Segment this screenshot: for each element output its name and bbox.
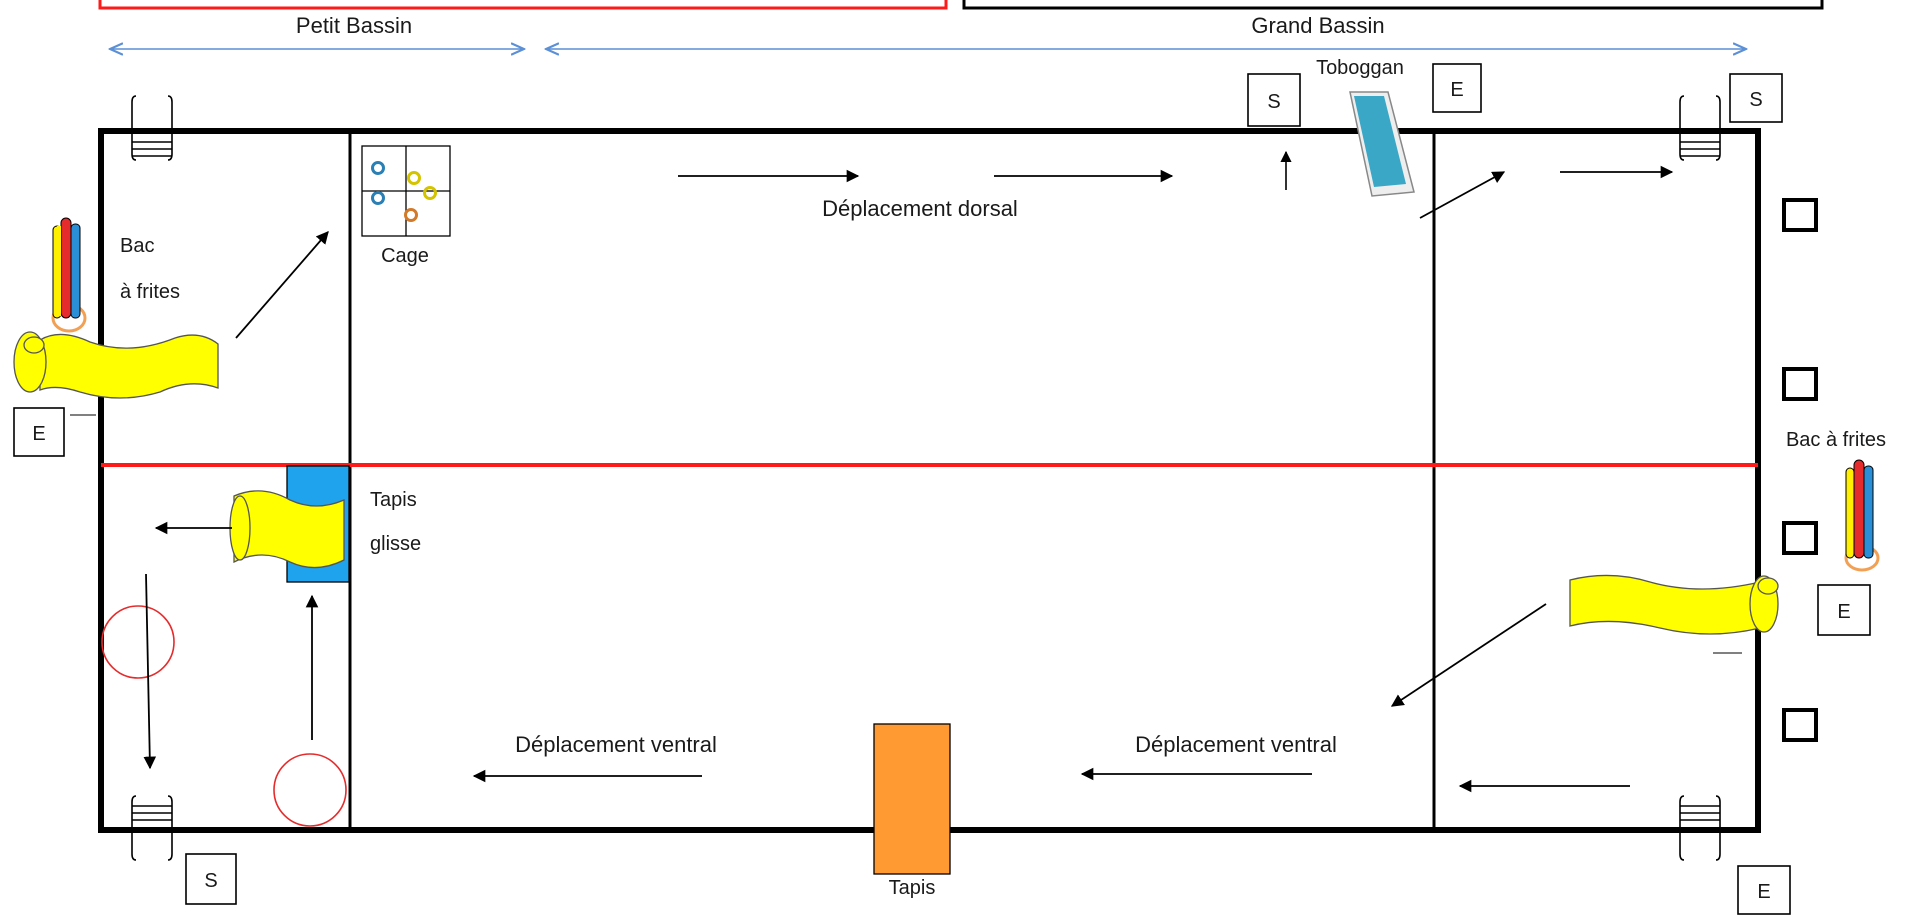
- tapis-glisse-label-1: Tapis: [370, 489, 417, 511]
- exit-marker-top-right: S: [1729, 73, 1783, 123]
- tapis-icon: [873, 723, 951, 875]
- toboggan-label: Toboggan: [1316, 57, 1404, 79]
- frite-mat-icon-right: [1569, 574, 1779, 635]
- side-square-1: [1782, 198, 1818, 232]
- entry-marker-toboggan: E: [1432, 63, 1482, 113]
- exit-marker-top-left-grand: S: [1247, 73, 1301, 127]
- frite-mat-icon-left: [13, 331, 219, 399]
- petit-bassin-down-arrow: [143, 573, 157, 770]
- hoop-circle-bottom: [273, 753, 347, 827]
- svg-text:E: E: [32, 423, 45, 445]
- svg-text:E: E: [1757, 881, 1770, 903]
- grand-bassin-diagonal-arrow: [1419, 171, 1506, 219]
- svg-text:E: E: [1450, 79, 1463, 101]
- ring-icon: [423, 186, 437, 200]
- ring-icon: [407, 171, 421, 185]
- ladder-top-left: [131, 95, 173, 161]
- ventral-label-right: Déplacement ventral: [1135, 732, 1337, 757]
- hoop-circle-left: [101, 605, 175, 679]
- ring-icon: [404, 208, 418, 222]
- svg-text:S: S: [1267, 91, 1280, 113]
- svg-text:E: E: [1837, 601, 1850, 623]
- svg-text:S: S: [1749, 89, 1762, 111]
- bac-frites-right-label: Bac à frites: [1786, 429, 1886, 451]
- dorsal-label: Déplacement dorsal: [822, 196, 1018, 221]
- toboggan-icon: [1349, 91, 1415, 197]
- bac-frites-left-label-1: Bac: [120, 235, 154, 257]
- tapis-glisse-label-2: glisse: [370, 533, 421, 555]
- bac-frites-icon-right: [1844, 459, 1880, 572]
- bac-frites-icon-left: [51, 217, 87, 333]
- tapis-label: Tapis: [889, 877, 936, 899]
- grand-bassin-label: Grand Bassin: [1251, 13, 1384, 38]
- bac-frites-left-label-2: à frites: [120, 281, 180, 303]
- grand-bassin-header-box: [962, 0, 1824, 10]
- tapis-glisse-icon: [229, 465, 350, 583]
- svg-text:S: S: [204, 870, 217, 892]
- petit-bassin-diagonal-arrow: [235, 231, 329, 339]
- cage-icon: [361, 145, 451, 237]
- entry-marker-left: E: [13, 407, 96, 457]
- petit-bassin-label: Petit Bassin: [296, 13, 412, 38]
- side-square-4: [1782, 708, 1818, 742]
- exit-marker-bottom-left: S: [185, 853, 237, 905]
- ladder-top-right: [1679, 95, 1721, 161]
- cage-label: Cage: [381, 245, 429, 267]
- grand-bassin-diagonal-down-arrow: [1390, 603, 1547, 707]
- ventral-label-left: Déplacement ventral: [515, 732, 717, 757]
- entry-marker-bottom-right: E: [1737, 865, 1791, 915]
- ladder-bottom-left: [131, 795, 173, 861]
- ring-icon: [371, 161, 385, 175]
- petit-bassin-header-box: [98, 0, 948, 10]
- side-square-2: [1782, 367, 1818, 401]
- side-square-3: [1782, 521, 1818, 555]
- entry-marker-right: E: [1817, 584, 1871, 636]
- ring-icon: [371, 191, 385, 205]
- ladder-bottom-right: [1679, 795, 1721, 861]
